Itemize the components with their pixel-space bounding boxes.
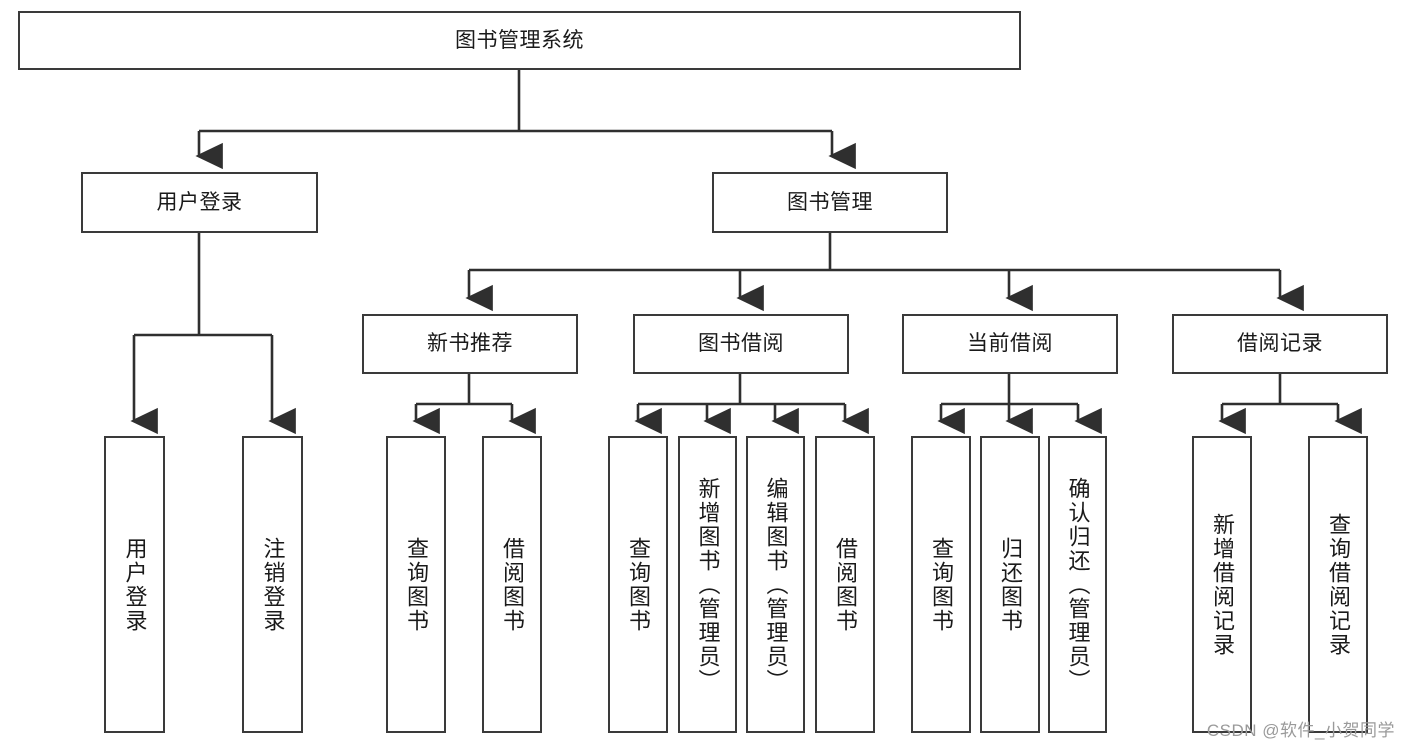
node-label: 图书管理系统	[455, 28, 584, 52]
node-label: 借阅记录	[1237, 332, 1323, 356]
leaf-book-borrow-edit[interactable]: 编辑图书（管理员）	[746, 436, 805, 733]
leaf-current-borrow-confirm-return[interactable]: 确认归还（管理员）	[1048, 436, 1107, 733]
node-borrow-record[interactable]: 借阅记录	[1172, 314, 1388, 374]
watermark: CSDN @软件_小贺同学	[1206, 721, 1395, 740]
node-label: 查询图书	[403, 536, 429, 633]
leaf-user-login-signin[interactable]: 用户登录	[104, 436, 165, 733]
leaf-book-borrow-borrow[interactable]: 借阅图书	[815, 436, 875, 733]
node-label: 确认归还（管理员）	[1065, 476, 1091, 693]
node-label: 注销登录	[260, 536, 286, 633]
node-label: 编辑图书（管理员）	[763, 476, 789, 693]
node-label: 新增图书（管理员）	[695, 476, 721, 693]
node-book-borrow[interactable]: 图书借阅	[633, 314, 849, 374]
node-label: 用户登录	[156, 190, 243, 214]
node-current-borrow[interactable]: 当前借阅	[902, 314, 1118, 374]
node-label: 新增借阅记录	[1209, 512, 1235, 657]
node-label: 图书借阅	[698, 332, 784, 356]
node-label: 用户登录	[122, 536, 148, 633]
leaf-borrow-record-query[interactable]: 查询借阅记录	[1308, 436, 1368, 733]
node-user-login[interactable]: 用户登录	[81, 172, 318, 233]
leaf-current-borrow-query[interactable]: 查询图书	[911, 436, 971, 733]
node-root-library-system[interactable]: 图书管理系统	[18, 11, 1021, 70]
node-book-management[interactable]: 图书管理	[712, 172, 948, 233]
node-label: 借阅图书	[499, 536, 525, 633]
node-label: 查询图书	[625, 536, 651, 633]
node-label: 查询图书	[928, 536, 954, 633]
leaf-new-book-borrow[interactable]: 借阅图书	[482, 436, 542, 733]
leaf-current-borrow-return[interactable]: 归还图书	[980, 436, 1040, 733]
leaf-book-borrow-add[interactable]: 新增图书（管理员）	[678, 436, 737, 733]
node-label: 查询借阅记录	[1325, 512, 1351, 657]
leaf-borrow-record-add[interactable]: 新增借阅记录	[1192, 436, 1252, 733]
node-label: 新书推荐	[427, 332, 513, 356]
leaf-user-login-logout[interactable]: 注销登录	[242, 436, 303, 733]
leaf-book-borrow-query[interactable]: 查询图书	[608, 436, 668, 733]
node-label: 当前借阅	[967, 332, 1053, 356]
node-label: 图书管理	[787, 190, 873, 214]
leaf-new-book-query[interactable]: 查询图书	[386, 436, 446, 733]
node-new-book-recommend[interactable]: 新书推荐	[362, 314, 578, 374]
node-label: 借阅图书	[832, 536, 858, 633]
node-label: 归还图书	[997, 536, 1023, 633]
